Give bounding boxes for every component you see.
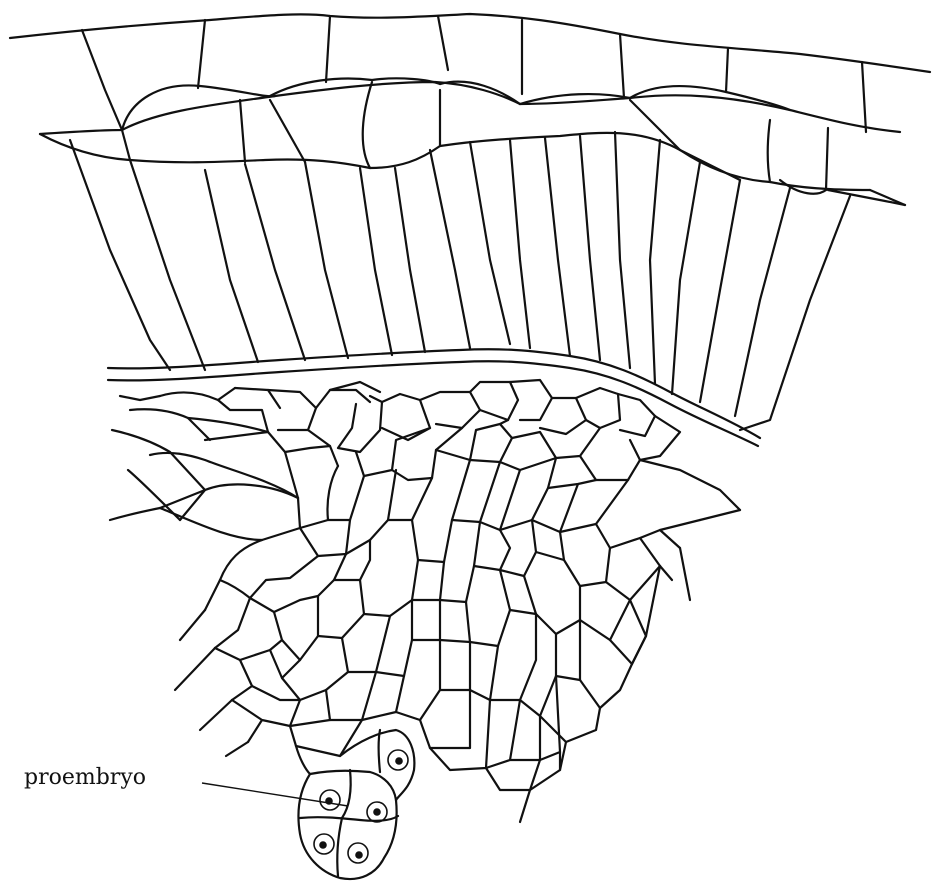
nucleus-low-right	[348, 843, 368, 863]
hypodermal-layer	[40, 82, 905, 205]
proembryo	[296, 730, 414, 879]
nucellar-tissue	[110, 380, 740, 822]
palisade-layer	[70, 132, 850, 446]
proembryo-leader-line	[202, 783, 348, 806]
nucleus-mid-left	[320, 790, 340, 810]
proembryo-label: proembryo	[24, 765, 146, 790]
nucleus-mid-right	[367, 802, 387, 822]
nucleus-top	[388, 750, 408, 770]
outer-epidermis	[10, 14, 930, 134]
nucleus-low-left	[314, 834, 334, 854]
